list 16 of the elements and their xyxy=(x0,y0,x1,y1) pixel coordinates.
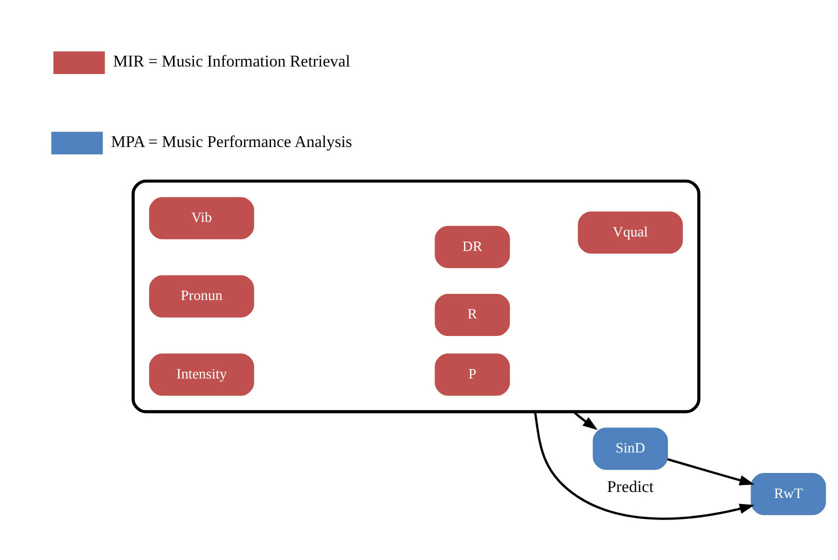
node-box: RwT xyxy=(750,472,826,516)
node-box: Vib xyxy=(149,197,254,240)
node-box: P xyxy=(434,354,510,396)
node-box: SinD xyxy=(592,428,668,470)
node-box: DR xyxy=(434,226,510,268)
cluster xyxy=(132,180,700,414)
edge-label: Predict xyxy=(607,476,654,496)
arrow xyxy=(534,412,754,520)
node-box: R xyxy=(434,294,510,336)
arrow xyxy=(667,458,754,486)
legend-label: MPA = Music Performance Analysis xyxy=(111,132,352,151)
arrow xyxy=(572,410,598,430)
node-box: Pronun xyxy=(149,275,254,318)
node-box: Intensity xyxy=(149,354,254,396)
node-box: Vqual xyxy=(578,211,683,254)
legend-label: MIR = Music Information Retrieval xyxy=(113,52,350,71)
